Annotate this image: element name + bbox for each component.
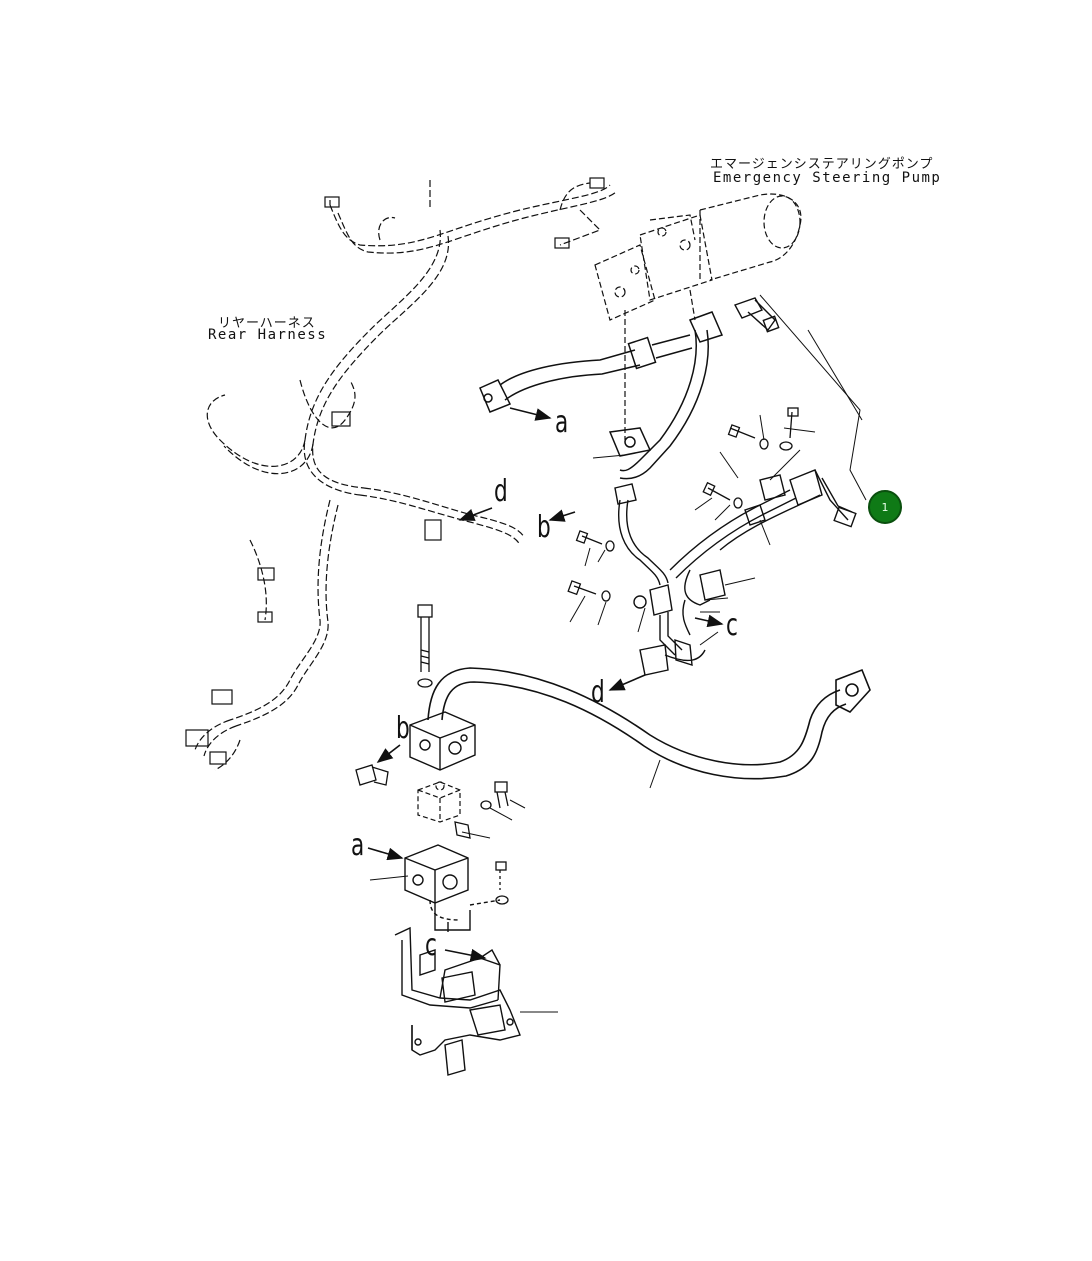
ref-letter-d-harness: d: [494, 474, 508, 509]
ref-letter-c-sensor: c: [726, 608, 738, 643]
leader-lines: [369, 294, 867, 1013]
reference-arrows: [367, 407, 724, 962]
rear-harness: [194, 180, 617, 771]
ref-letter-a-hose: a: [555, 405, 569, 440]
pump-label-jp: エマージェンシステアリングポンプ: [710, 157, 934, 172]
large-bracket: [394, 926, 521, 1076]
sensor-b: [355, 764, 389, 786]
bolts-washers: [567, 407, 799, 602]
emergency-steering-pump: [594, 193, 802, 440]
ref-letter-d-connector: d: [591, 675, 605, 710]
harness-label-jp: リヤーハーネス: [218, 316, 316, 331]
pump-label-en: Emergency Steering Pump: [713, 170, 942, 186]
rigid-tube: [608, 311, 724, 480]
long-bolt: [417, 604, 433, 688]
valve-block: [409, 711, 476, 771]
ref-letter-c-bracket: c: [425, 928, 437, 963]
sensor-harness: [614, 469, 857, 676]
part-callout-1[interactable]: 1: [868, 490, 902, 524]
mounting-block: [404, 844, 501, 932]
hose-a: [479, 334, 693, 413]
elbow-fitting: [733, 297, 780, 333]
small-block: [417, 781, 461, 823]
ref-letter-b-block: b: [396, 711, 410, 746]
ref-letter-b-sensor: b: [537, 510, 551, 545]
harness-label-en: Rear Harness: [208, 327, 328, 343]
ref-letter-a-block: a: [351, 828, 365, 863]
long-hose: [427, 667, 871, 780]
part-callout-number: 1: [881, 501, 889, 514]
harness-connectors: [185, 177, 605, 765]
bracket-bolts: [454, 781, 509, 905]
